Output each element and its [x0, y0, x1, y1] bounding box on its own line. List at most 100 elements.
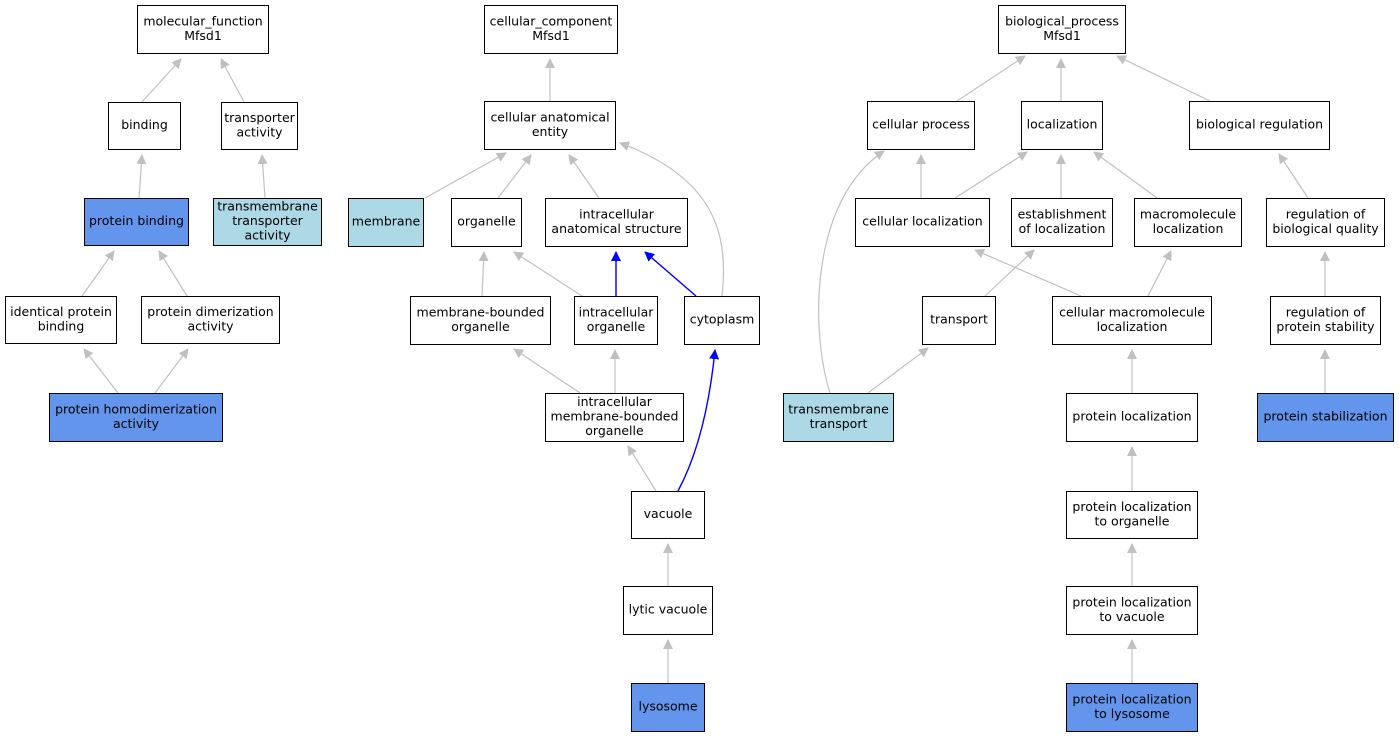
node-label-line: protein localization [1072, 409, 1191, 424]
node-label-line: identical protein [10, 304, 112, 319]
node-label-line: transport [810, 416, 868, 431]
node-box [631, 491, 705, 539]
node-box [998, 5, 1126, 54]
node-box [348, 198, 424, 247]
edge-vacuole-to-cytoplasm [677, 349, 720, 492]
edge-intracellular-anatomical-structure-to-cellular-anatomical-entity [568, 154, 600, 199]
edge-biological-regulation-to-bp-root [1116, 55, 1211, 102]
go-term-node-localization[interactable]: localization [1021, 101, 1103, 150]
edge-vacuole-to-intracellular-mb-organelle [627, 445, 657, 492]
node-label-line: binding [121, 117, 168, 132]
node-label-line: transmembrane [788, 401, 889, 416]
go-term-node-vacuole[interactable]: vacuole [631, 491, 705, 539]
node-label-line: intracellular [579, 206, 655, 221]
go-term-node-membrane[interactable]: membrane [348, 198, 424, 247]
node-box [1066, 491, 1198, 539]
node-label-line: activity [113, 416, 160, 431]
node-label-line: cellular localization [862, 214, 982, 229]
node-label-line: protein localization [1072, 691, 1191, 706]
node-label-line: cellular process [872, 117, 970, 132]
node-label-line: cellular_component [490, 13, 613, 28]
node-label-line: cytoplasm [690, 312, 755, 327]
node-label-line: entity [532, 124, 569, 139]
node-label-line: localization [1097, 319, 1168, 334]
node-box [545, 393, 684, 442]
edge-protein-homodimerization-activity-to-identical-protein-binding [83, 348, 119, 394]
node-label-line: establishment [1018, 206, 1107, 221]
node-label-line: macromolecule [1140, 206, 1236, 221]
node-label-line: protein stabilization [1264, 409, 1388, 424]
node-label-line: activity [187, 318, 234, 333]
node-box [574, 296, 658, 345]
go-term-node-lytic-vacuole[interactable]: lytic vacuole [623, 586, 713, 635]
go-term-node-protein-localization[interactable]: protein localization [1066, 393, 1198, 442]
node-label-line: to vacuole [1099, 609, 1164, 624]
node-box [5, 296, 117, 344]
go-term-node-cellular-process[interactable]: cellular process [867, 101, 975, 150]
node-box [221, 102, 298, 150]
node-box [1066, 393, 1198, 442]
edge-tm-transporter-activity-to-transporter-activity [257, 154, 268, 199]
node-box [141, 296, 280, 344]
node-label-line: of localization [1019, 221, 1106, 236]
go-term-node-biological-regulation[interactable]: biological regulation [1189, 101, 1330, 150]
node-label-line: lysosome [638, 699, 697, 714]
edge-cellular-localization-to-localization [954, 151, 1028, 199]
node-label-line: Mfsd1 [532, 28, 570, 43]
edge-binding-to-mf-root [141, 58, 182, 103]
node-label-line: biological_process [1005, 13, 1119, 28]
node-label-line: activity [236, 124, 283, 139]
node-box [1066, 683, 1198, 732]
node-label-line: cellular anatomical [490, 109, 609, 124]
go-term-node-transport[interactable]: transport [922, 296, 996, 345]
go-term-node-organelle[interactable]: organelle [451, 198, 522, 247]
node-box [1270, 296, 1381, 345]
go-term-node-cytoplasm[interactable]: cytoplasm [684, 296, 760, 345]
node-label-line: anatomical structure [551, 221, 681, 236]
edge-protein-homodimerization-activity-to-protein-dimerization-activity [154, 348, 189, 394]
edge-cellular-macromolecule-localization-to-macromolecule-localization [1147, 250, 1172, 297]
go-term-node-lysosome[interactable]: lysosome [631, 683, 705, 732]
edge-membrane-to-cellular-anatomical-entity [424, 152, 507, 199]
node-box [49, 393, 223, 442]
node-label-line: transporter [232, 213, 303, 228]
node-label-line: membrane [352, 214, 421, 229]
node-label-line: protein stability [1276, 319, 1375, 334]
edge-identical-protein-binding-to-protein-binding [81, 250, 115, 297]
node-label-line: transporter [224, 110, 295, 125]
node-box [855, 198, 990, 247]
edge-regulation-of-biological-quality-to-biological-regulation [1278, 153, 1309, 199]
node-label-line: binding [38, 318, 85, 333]
go-term-node-binding[interactable]: binding [108, 102, 181, 150]
go-term-node-cellular-localization[interactable]: cellular localization [855, 198, 990, 247]
go-term-node-protein-binding[interactable]: protein binding [84, 198, 189, 246]
node-box [1189, 101, 1330, 150]
node-label-line: cellular macromolecule [1059, 304, 1205, 319]
node-box [867, 101, 975, 150]
go-term-node-protein-stabilization[interactable]: protein stabilization [1257, 393, 1394, 442]
